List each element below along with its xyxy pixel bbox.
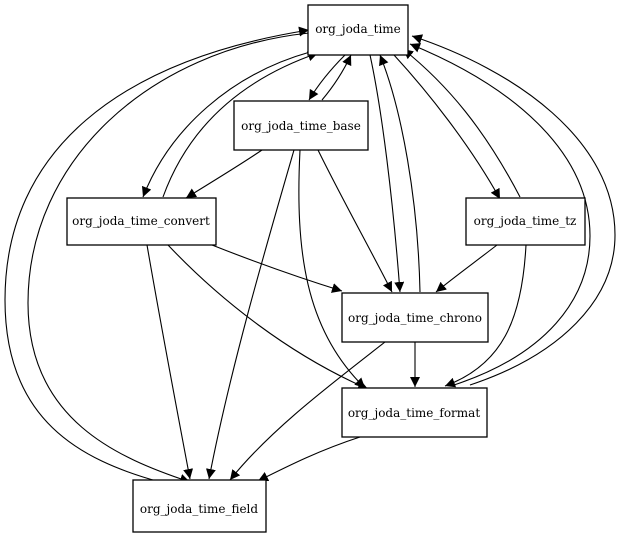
node-org-joda-time-base: org_joda_time_base	[233, 100, 369, 151]
edge-field-to-time	[4, 26, 310, 483]
edge-time-to-tz	[393, 54, 501, 200]
edge-base-to-field	[205, 149, 295, 480]
edge-time-to-chrono	[369, 54, 405, 293]
node-org-joda-time-tz: org_joda_time_tz	[465, 197, 586, 246]
edge-format-to-time-second	[409, 43, 591, 386]
node-label-org-joda-time-field: org_joda_time_field	[140, 502, 259, 516]
node-org-joda-time: org_joda_time	[307, 4, 409, 56]
edge-tz-to-chrono	[435, 244, 498, 293]
node-org-joda-time-field: org_joda_time_field	[132, 479, 267, 533]
edges	[4, 26, 616, 484]
node-label-org-joda-time-base: org_joda_time_base	[241, 119, 361, 133]
node-label-org-joda-time-format: org_joda_time_format	[348, 406, 481, 420]
edge-chrono-to-time	[379, 54, 421, 293]
node-org-joda-time-convert: org_joda_time_convert	[66, 197, 217, 246]
edge-base-to-convert	[185, 149, 263, 199]
edge-convert-to-time	[162, 51, 319, 198]
edge-convert-to-format	[167, 244, 369, 390]
node-label-org-joda-time-tz: org_joda_time_tz	[474, 214, 577, 228]
edge-tz-to-format	[444, 244, 527, 388]
edge-base-to-format	[298, 149, 366, 389]
node-label-org-joda-time: org_joda_time	[315, 22, 401, 36]
edge-base-to-time	[321, 54, 352, 101]
edge-tz-to-time	[402, 48, 521, 198]
edge-format-to-time	[411, 34, 616, 386]
edge-base-to-chrono	[317, 149, 393, 293]
nodes: org_joda_time org_joda_time_base org_jod…	[66, 4, 586, 533]
edge-time-to-convert	[141, 51, 311, 198]
node-org-joda-time-chrono: org_joda_time_chrono	[341, 292, 489, 343]
node-label-org-joda-time-convert: org_joda_time_convert	[72, 214, 210, 228]
edge-convert-to-chrono	[211, 244, 343, 293]
node-label-org-joda-time-chrono: org_joda_time_chrono	[348, 311, 482, 325]
edge-time-to-field	[27, 32, 310, 484]
edge-chrono-to-field	[229, 341, 386, 481]
edge-convert-to-field	[146, 244, 194, 480]
edge-time-to-base	[308, 54, 346, 101]
node-org-joda-time-format: org_joda_time_format	[341, 387, 488, 438]
edge-format-to-field	[257, 436, 361, 482]
